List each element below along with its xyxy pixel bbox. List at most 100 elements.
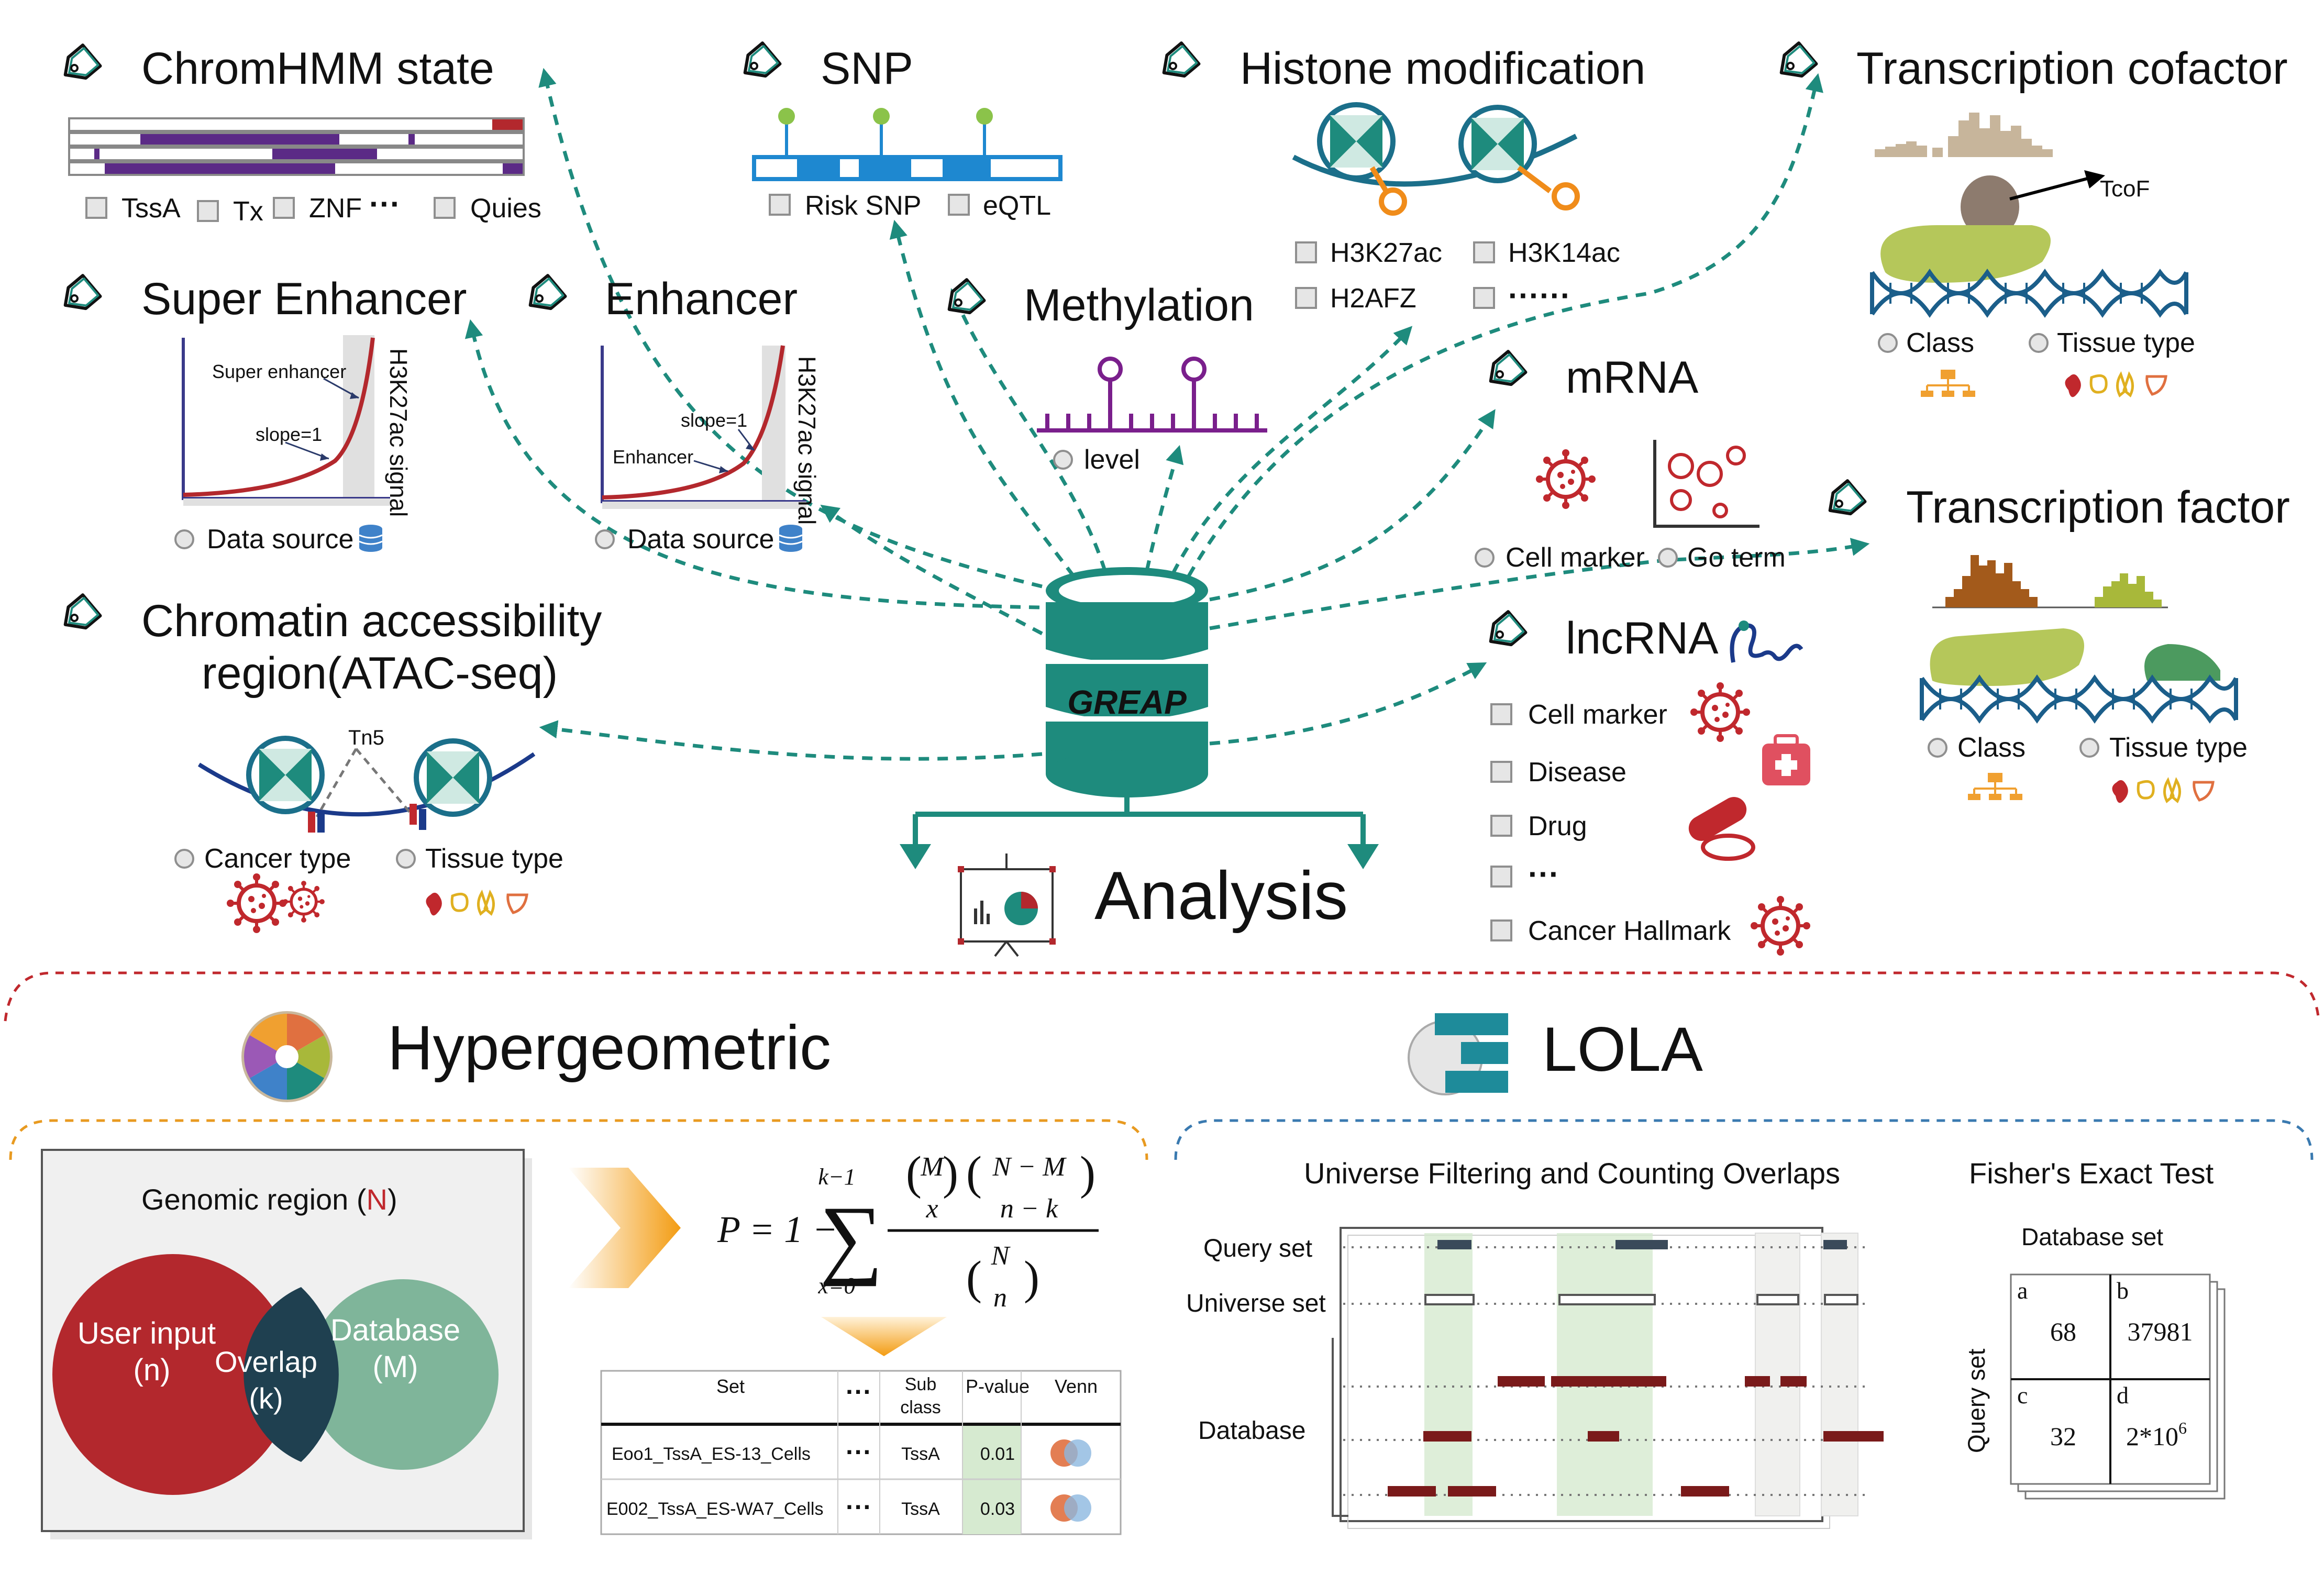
histone-title: Histone modification [1240, 43, 1645, 94]
cancer-cell-icon [283, 881, 325, 923]
connection-arrows [464, 68, 1870, 761]
cell-d-value: 2*106 [2126, 1418, 2187, 1451]
table-header-venn: Venn [1055, 1376, 1098, 1397]
chromhmm-option-1: TssA [121, 193, 181, 224]
tag-icon [58, 595, 101, 637]
tcof-option-class: Class [1906, 328, 1974, 358]
tf-histogram-icon [1932, 555, 2168, 608]
methylation-icon [1037, 357, 1267, 433]
table-row-2-set: E002_TssA_ES-WA7_Cells [606, 1499, 823, 1519]
enhancer-title: Enhancer [605, 274, 798, 324]
tcof-label: TcoF [2100, 176, 2150, 202]
cancer-cell-icon [227, 873, 286, 933]
hypergeometric-title: Hypergeometric [388, 1013, 831, 1083]
overlap-k: (k) [249, 1382, 283, 1415]
overlap-label: Overlap [215, 1345, 317, 1378]
table-row-1-set: Eoo1_TssA_ES-13_Cells [612, 1444, 811, 1464]
drug-pill-icon [1688, 797, 1755, 861]
section-divider [4, 971, 2320, 1022]
histone-option-2: H3K14ac [1508, 238, 1620, 268]
database-circle [308, 1279, 499, 1470]
super-enhancer-annot-slope: slope=1 [256, 424, 322, 445]
contingency-table: Database set Query set a 68 b 37981 c 32… [1963, 1223, 2226, 1500]
formula-b2-bot: n − k [1000, 1194, 1058, 1224]
cell-b-value: 37981 [2128, 1317, 2193, 1346]
table-row-1-p: 0.01 [980, 1444, 1015, 1464]
enhancer-section: Enhancer slope=1 Enhancer H3K27ac signal… [523, 274, 821, 555]
first-aid-icon [1762, 734, 1810, 785]
lncrna-option-5: Cancer Hallmark [1528, 916, 1731, 946]
cell-d-letter: d [2117, 1382, 2129, 1409]
snp-title: SNP [821, 43, 913, 94]
snp-section: SNP Risk SNP eQTL [738, 43, 1063, 221]
super-enhancer-annot-top: Super enhancer [212, 361, 346, 382]
database-set-label: Database set [2021, 1223, 2163, 1250]
formula-b3-top: N [991, 1241, 1011, 1271]
atac-title-line1: Chromatin accessibility [141, 596, 602, 646]
orange-down-arrow-icon [821, 1317, 947, 1356]
overlap-track-panel [1332, 1227, 1884, 1529]
chromhmm-option-5: Quies [470, 193, 541, 224]
tf-section: Transcription factor [1823, 481, 2290, 803]
table-header-set: Set [716, 1376, 745, 1397]
table-row-2-p: 0.03 [980, 1499, 1015, 1519]
tag-icon [1484, 612, 1526, 653]
tf-option-tissue: Tissue type [2109, 733, 2248, 763]
analysis-label: Analysis [1094, 857, 1348, 934]
lncrna-option-3: Drug [1528, 811, 1587, 841]
enhancer-axis: H3K27ac signal [793, 356, 821, 525]
hypergeometric-formula: P = 1 − ∑ k−1 x=0 ( ) M x ( ) N − M n − … [717, 1147, 1099, 1313]
enhancer-option: Data source [627, 524, 774, 555]
lncrna-section: lncRNA Cell marker Disease Drug ··· Canc… [1484, 612, 1810, 956]
histone-option-3: H2AFZ [1330, 283, 1416, 314]
database-m: (M) [373, 1350, 418, 1384]
mrna-option-cell: Cell marker [1506, 542, 1645, 573]
mrna-title: mRNA [1566, 352, 1699, 403]
formula-sum-bottom: x=0 [817, 1273, 855, 1299]
lncrna-option-2: Disease [1528, 757, 1626, 788]
cancer-hallmark-icon [1751, 896, 1810, 956]
cell-c-letter: c [2017, 1382, 2028, 1409]
table-row-1-dots: ··· [846, 1437, 872, 1467]
analysis-board-icon [958, 853, 1056, 957]
cell-marker-icon [1536, 449, 1596, 509]
formula-sum-top: k−1 [818, 1164, 855, 1190]
atac-section: Chromatin accessibility region(ATAC-seq)… [58, 595, 602, 933]
super-enhancer-axis: H3K27ac signal [385, 348, 412, 517]
lola-row-database: Database [1198, 1417, 1305, 1445]
paren: ( [966, 1147, 982, 1199]
table-row-1-sub: TssA [901, 1444, 940, 1464]
lola-logo-icon [1408, 1013, 1508, 1095]
super-enhancer-section: Super Enhancer Super enhancer slope=1 H3… [58, 274, 467, 555]
greap-database-icon: GREAP [1046, 567, 1208, 797]
tag-icon [1774, 43, 1817, 85]
atac-option-tissue: Tissue type [425, 844, 563, 874]
cell-a-value: 68 [2050, 1317, 2076, 1346]
results-table: Set ··· Sub class P-value Venn Eoo1_TssA… [600, 1370, 1122, 1535]
snp-option-risk: Risk SNP [805, 191, 921, 221]
methylation-title: Methylation [1024, 280, 1254, 330]
organs-icon [2065, 374, 2166, 397]
tag-icon [58, 275, 101, 317]
lncrna-option-1: Cell marker [1528, 700, 1667, 730]
lola-section: LOLA Universe Filtering and Counting Ove… [1174, 1013, 2314, 1529]
database-icon [358, 524, 383, 553]
table-header-dots: ··· [846, 1377, 872, 1406]
table-row-2-sub: TssA [901, 1499, 940, 1519]
atac-title-line2: region(ATAC-seq) [202, 648, 558, 699]
class-tree-icon [1920, 369, 1976, 398]
lncrna-title: lncRNA [1566, 613, 1719, 663]
atac-chromatin-icon [197, 738, 536, 833]
chromhmm-option-4: ··· [369, 186, 401, 221]
super-enhancer-option: Data source [207, 524, 353, 555]
histone-option-1: H3K27ac [1330, 238, 1442, 268]
tag-icon [1157, 43, 1199, 85]
histone-section: Histone modification H3K27ac H3K14ac H2A… [1157, 43, 1645, 314]
hypergeometric-bracket [9, 1119, 1148, 1160]
histone-option-4: ······ [1508, 278, 1571, 313]
tag-icon [523, 275, 566, 317]
cell-marker-icon [1690, 682, 1750, 742]
paren: ) [1024, 1252, 1039, 1304]
